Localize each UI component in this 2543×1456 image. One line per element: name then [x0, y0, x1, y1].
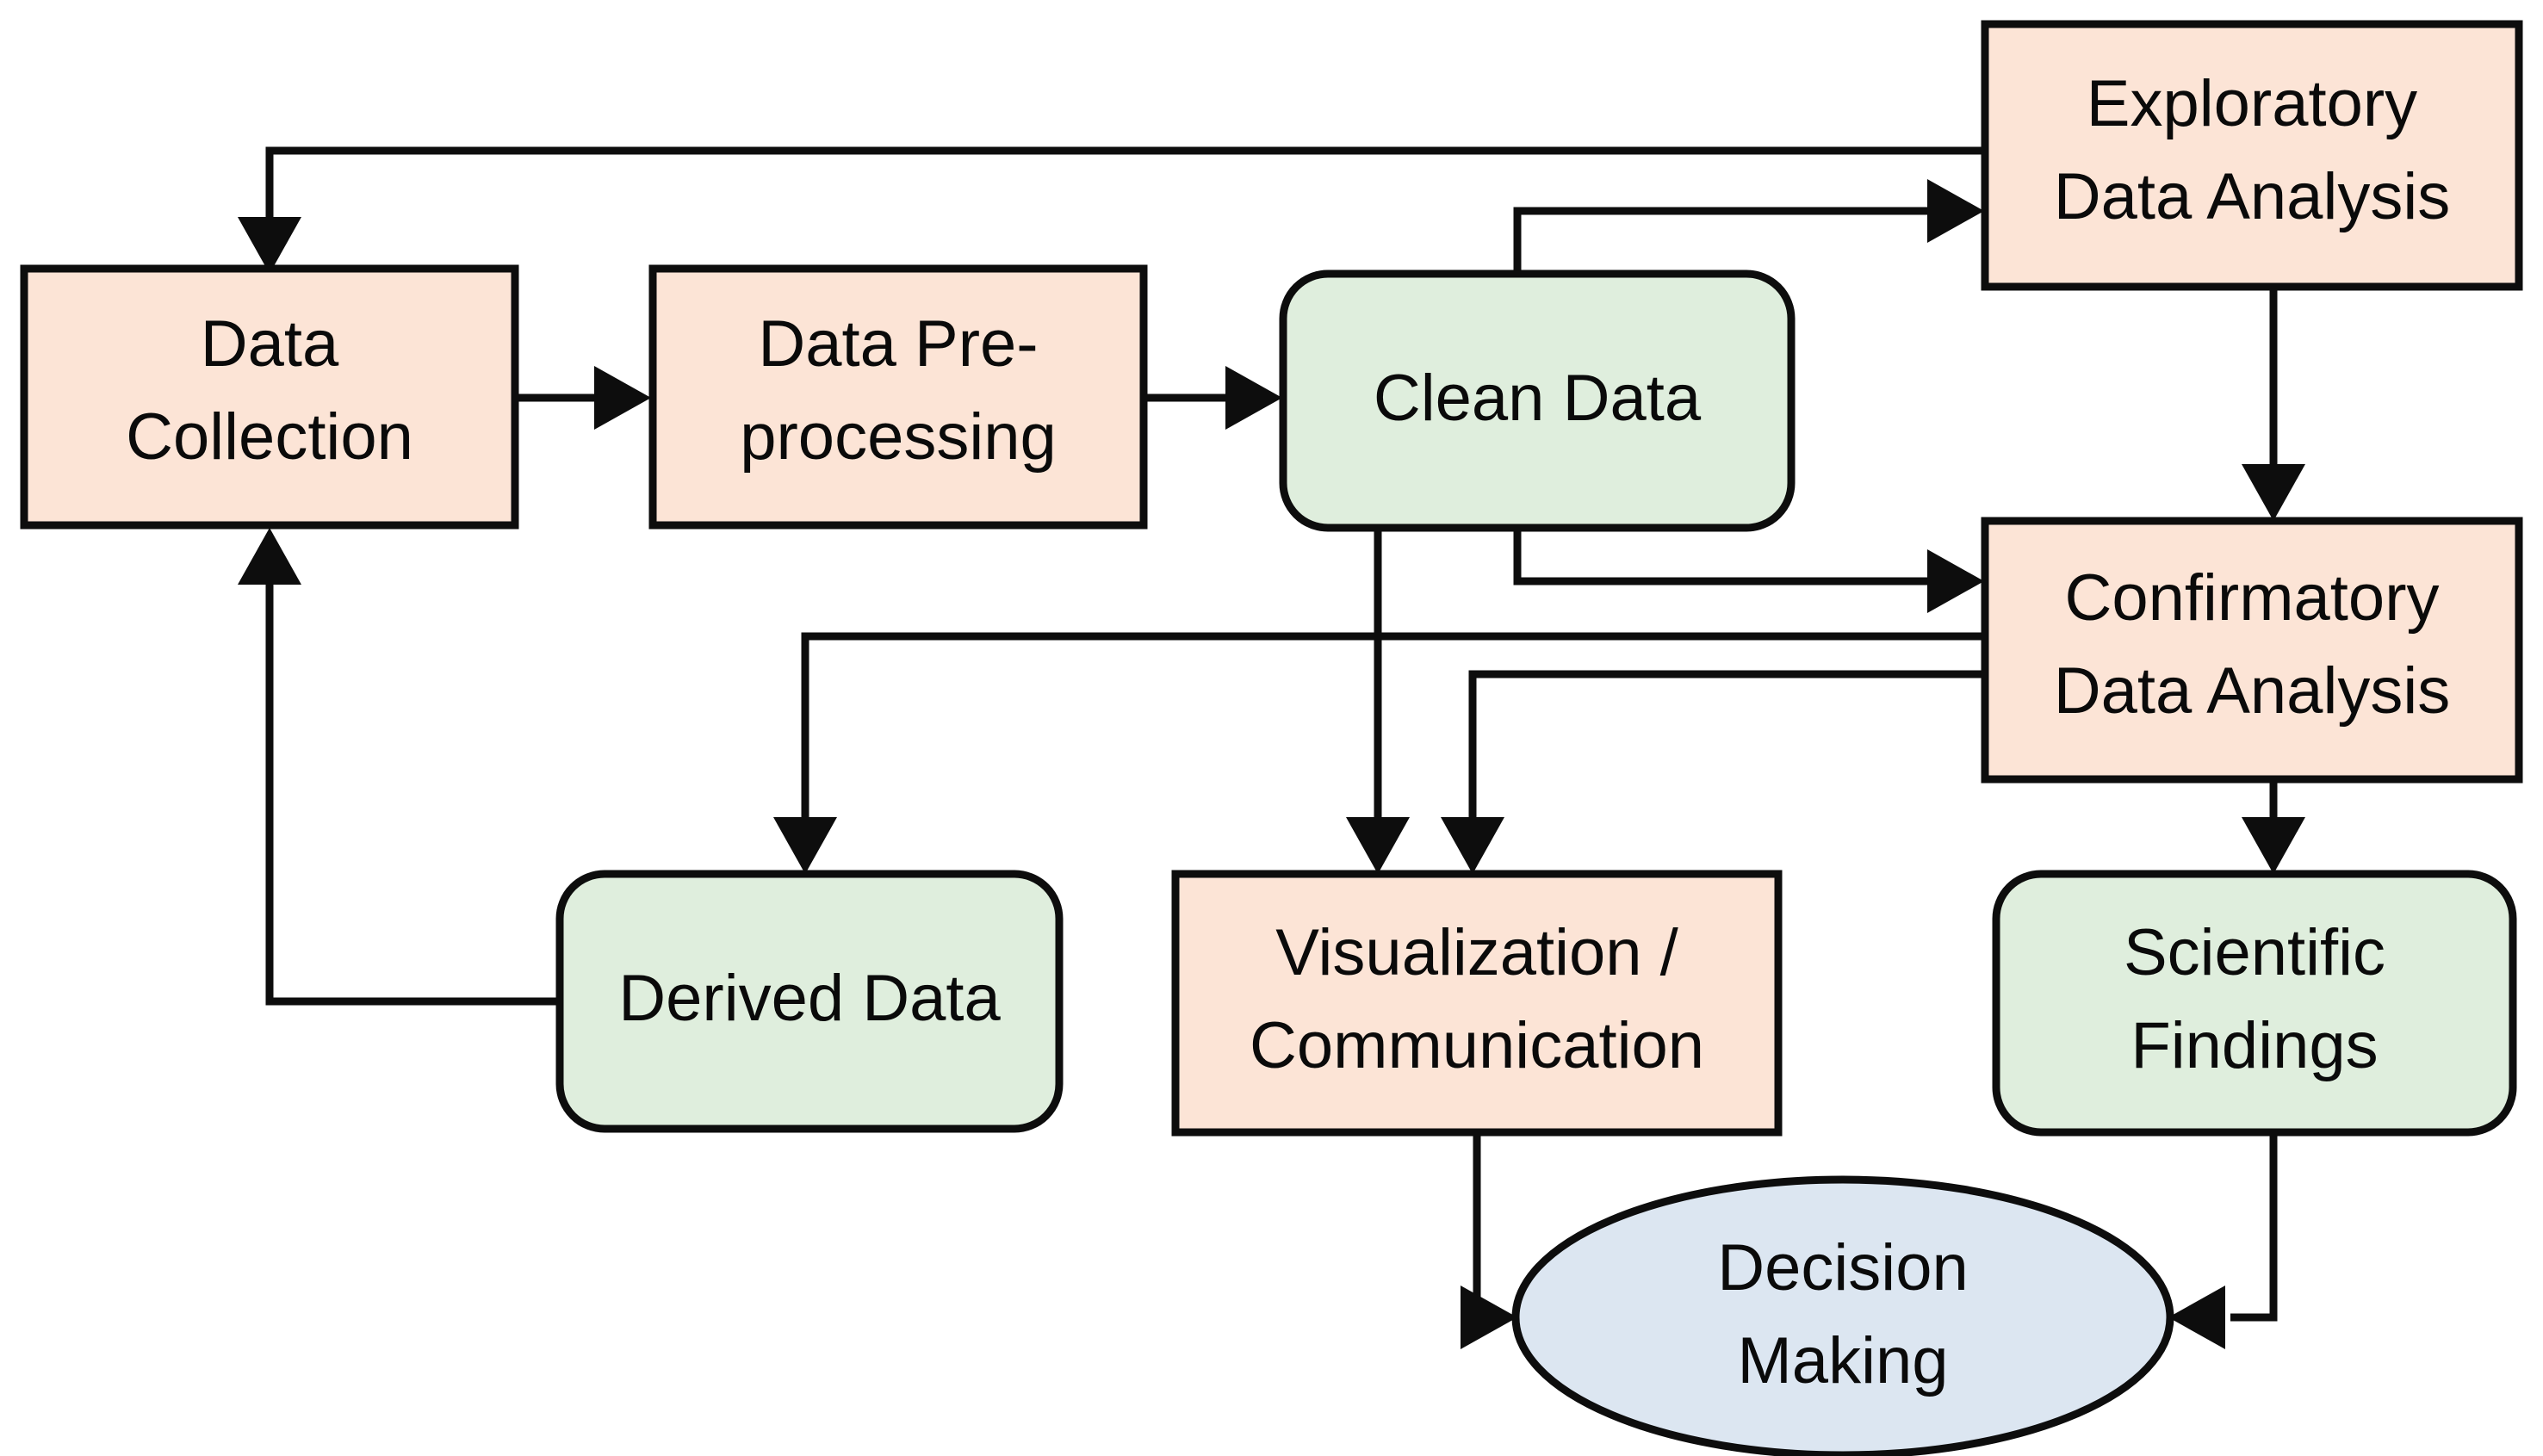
clean-data-shape[interactable]: [1279, 270, 1796, 532]
node-scientific-findings[interactable]: Scientific Findings: [1992, 870, 2517, 1137]
exploratory-data-analysis-shape[interactable]: [1981, 20, 2523, 291]
clean-data-label: Clean Data: [1374, 362, 1702, 435]
edge-visualization-to-decision: [1461, 1132, 1517, 1349]
decision-making-shape[interactable]: [1511, 1175, 2174, 1456]
node-clean-data[interactable]: Clean Data: [1279, 270, 1796, 532]
scientific-findings-label-line2: Findings: [2131, 1009, 2378, 1082]
decision-making-label-line1: Decision: [1717, 1231, 1968, 1304]
exploratory-data-analysis-label-line1: Exploratory: [2087, 67, 2417, 140]
edge-confirmatory-to-derived-data: [773, 632, 1985, 874]
node-decision-making[interactable]: Decision Making: [1511, 1175, 2174, 1456]
edge-findings-to-decision: [2168, 1132, 2278, 1349]
data-preprocessing-shape[interactable]: [648, 264, 1148, 530]
visualization-communication-label-line1: Visualization /: [1275, 916, 1678, 989]
node-exploratory-data-analysis[interactable]: Exploratory Data Analysis: [1981, 20, 2523, 291]
edge-confirmatory-to-visualization: [1441, 670, 1985, 874]
edge-data-collection-to-preprocessing: [515, 366, 651, 430]
edge-clean-data-to-confirmatory: [1513, 528, 1984, 613]
confirmatory-data-analysis-shape[interactable]: [1981, 517, 2523, 784]
node-data-collection[interactable]: Data Collection: [20, 264, 519, 530]
visualization-communication-label-line2: Communication: [1250, 1009, 1704, 1082]
node-data-preprocessing[interactable]: Data Pre- processing: [648, 264, 1148, 530]
edge-derived-data-to-data-collection: [238, 528, 560, 1006]
node-confirmatory-data-analysis[interactable]: Confirmatory Data Analysis: [1981, 517, 2523, 784]
edge-confirmatory-to-findings: [2242, 779, 2305, 874]
edge-clean-data-to-visualization: [1346, 528, 1410, 874]
confirmatory-data-analysis-label-line1: Confirmatory: [2065, 561, 2440, 635]
data-preprocessing-label-line2: processing: [740, 400, 1057, 474]
edge-preprocessing-to-clean-data: [1144, 366, 1282, 430]
visualization-communication-shape[interactable]: [1171, 870, 1783, 1137]
node-layer: Data Collection Data Pre- processing Cle…: [20, 20, 2523, 1456]
data-collection-label-line1: Data: [201, 307, 339, 381]
edge-layer: [238, 146, 2305, 1349]
scientific-findings-label-line1: Scientific: [2124, 916, 2385, 989]
exploratory-data-analysis-label-line2: Data Analysis: [2054, 160, 2450, 233]
derived-data-shape[interactable]: [555, 870, 1064, 1133]
data-preprocessing-label-line1: Data Pre-: [758, 307, 1038, 381]
scientific-findings-shape[interactable]: [1992, 870, 2517, 1137]
confirmatory-data-analysis-label-line2: Data Analysis: [2054, 654, 2450, 728]
node-derived-data[interactable]: Derived Data: [555, 870, 1064, 1133]
node-visualization-communication[interactable]: Visualization / Communication: [1171, 870, 1783, 1137]
data-collection-shape[interactable]: [20, 264, 519, 530]
edge-eda-to-confirmatory: [2242, 287, 2305, 521]
edge-clean-data-to-eda: [1513, 179, 1984, 274]
derived-data-label: Derived Data: [618, 962, 1001, 1035]
edge-eda-to-data-collection: [238, 146, 1985, 274]
decision-making-label-line2: Making: [1738, 1324, 1949, 1397]
data-collection-label-line2: Collection: [126, 400, 413, 474]
